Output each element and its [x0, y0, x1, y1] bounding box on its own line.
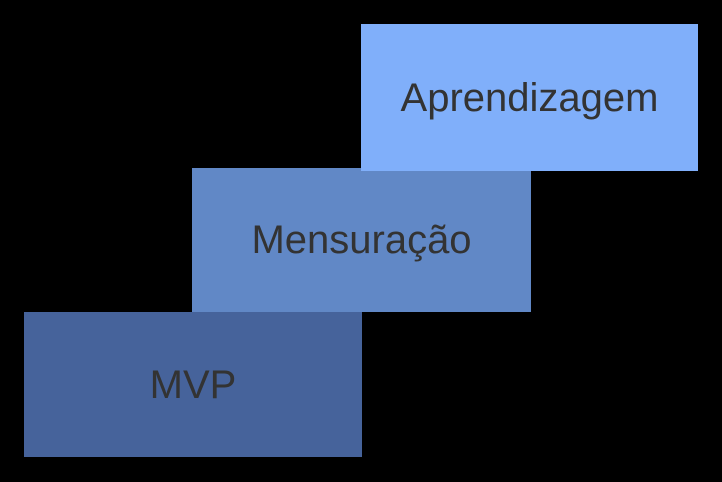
- step-mensuracao-label: Mensuração: [251, 218, 472, 262]
- step-mensuracao: Mensuração: [192, 168, 531, 312]
- step-mvp-label: MVP: [149, 362, 237, 407]
- step-aprendizagem: Aprendizagem: [361, 24, 698, 171]
- step-mvp: MVP: [24, 312, 362, 457]
- step-aprendizagem-label: Aprendizagem: [400, 75, 659, 120]
